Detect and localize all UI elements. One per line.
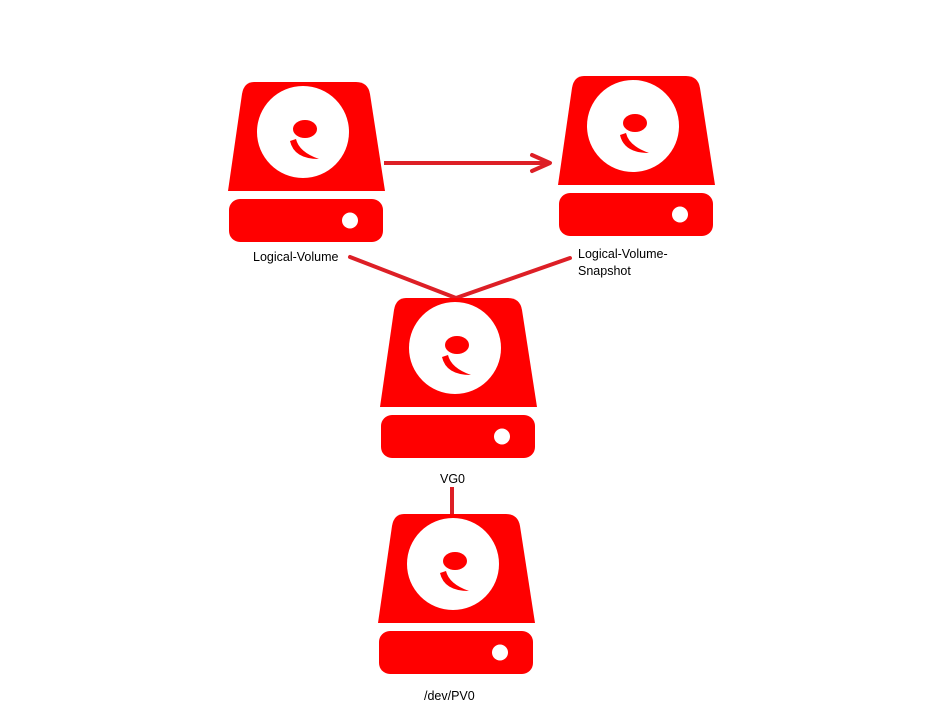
arrow-logical-volume-to-snapshot [384, 153, 552, 173]
hard-drive-icon [380, 298, 537, 458]
node-dev-pv0: /dev/PV0 [378, 514, 535, 703]
node-label-line-2: Snapshot [578, 264, 631, 278]
node-logical-volume: Logical-Volume [228, 82, 385, 264]
hard-drive-icon [558, 76, 715, 236]
node-label: VG0 [440, 472, 465, 486]
edge-logical-volume-to-vg0 [348, 255, 458, 300]
node-label: Logical-Volume [253, 250, 339, 264]
node-label: /dev/PV0 [424, 689, 475, 703]
node-vg0: VG0 [380, 298, 537, 486]
hard-drive-icon [378, 514, 535, 674]
edge-snapshot-to-vg0 [454, 256, 572, 300]
connectors [348, 153, 572, 516]
node-label-line-1: Logical-Volume- [578, 247, 668, 261]
hard-drive-icon [228, 82, 385, 242]
node-logical-volume-snapshot: Logical-Volume- Snapshot [558, 76, 715, 278]
